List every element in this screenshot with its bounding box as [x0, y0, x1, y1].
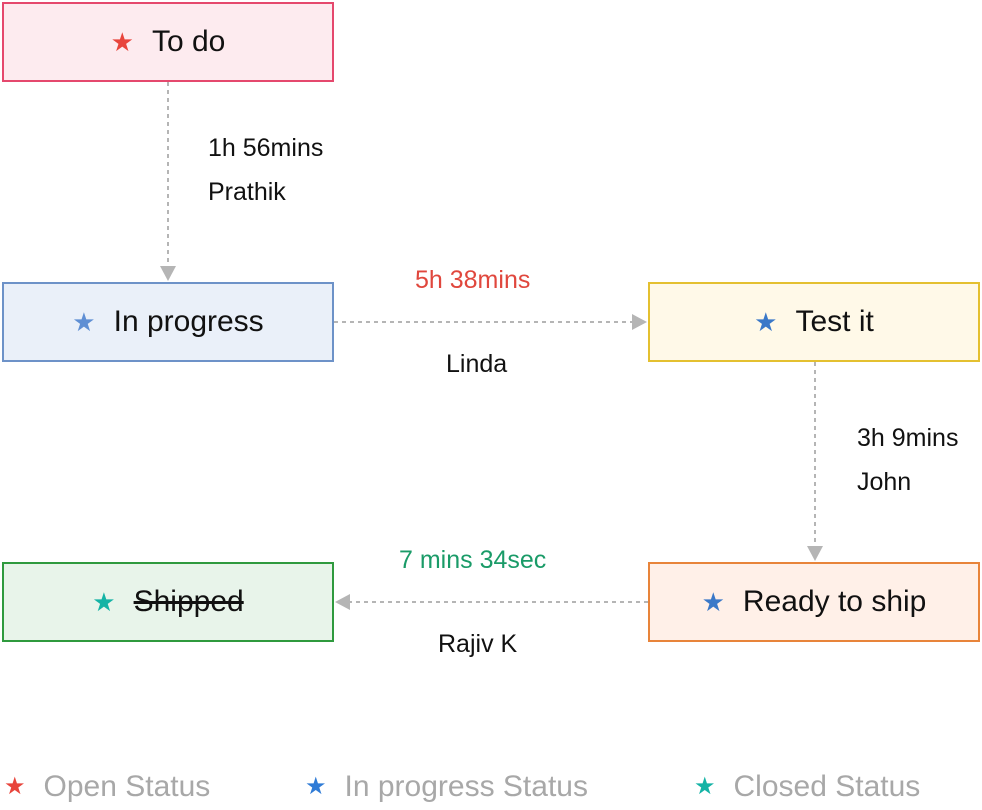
status-node-ready-to-ship[interactable]: ★ Ready to ship	[648, 562, 980, 642]
star-icon: ★	[72, 307, 96, 337]
legend-label: Open Status	[43, 770, 211, 803]
transition-assignee: Prathik	[208, 178, 286, 206]
transition-assignee: Rajiv K	[438, 630, 518, 658]
connector-inprogress-to-testit	[334, 314, 647, 330]
status-node-label: In progress	[113, 305, 264, 338]
transition-assignee: Linda	[446, 350, 508, 378]
legend-item-closed: ★ Closed Status	[694, 770, 920, 804]
legend-item-inprogress: ★ In progress Status	[305, 770, 588, 804]
transition-duration: 1h 56mins	[208, 134, 324, 162]
status-node-label: Shipped	[133, 585, 244, 618]
star-icon: ★	[701, 587, 725, 617]
legend-item-open: ★ Open Status	[4, 770, 210, 804]
star-icon: ★	[92, 587, 116, 617]
arrowhead-right-icon	[632, 314, 647, 330]
star-icon: ★	[110, 27, 134, 57]
transition-duration: 5h 38mins	[415, 266, 531, 294]
connector-todo-to-inprogress	[160, 82, 176, 281]
status-node-inprogress[interactable]: ★ In progress	[2, 282, 334, 362]
status-node-label: Ready to ship	[742, 585, 927, 618]
arrowhead-down-icon	[807, 546, 823, 561]
status-node-label: Test it	[795, 305, 874, 338]
legend-label: Closed Status	[733, 770, 921, 803]
star-icon: ★	[4, 773, 26, 800]
connector-testit-to-ready	[807, 362, 823, 561]
legend-label: In progress Status	[344, 770, 588, 803]
arrowhead-left-icon	[335, 594, 350, 610]
transition-duration: 3h 9mins	[857, 424, 959, 452]
status-node-testit[interactable]: ★ Test it	[648, 282, 980, 362]
status-node-shipped[interactable]: ★ Shipped	[2, 562, 334, 642]
transition-duration: 7 mins 34sec	[399, 546, 547, 574]
status-node-todo[interactable]: ★ To do	[2, 2, 334, 82]
star-icon: ★	[694, 773, 716, 800]
status-node-label: To do	[151, 25, 226, 58]
star-icon: ★	[305, 773, 327, 800]
transition-assignee: John	[857, 468, 912, 496]
star-icon: ★	[754, 307, 778, 337]
connector-ready-to-shipped	[335, 594, 648, 610]
arrowhead-down-icon	[160, 266, 176, 281]
